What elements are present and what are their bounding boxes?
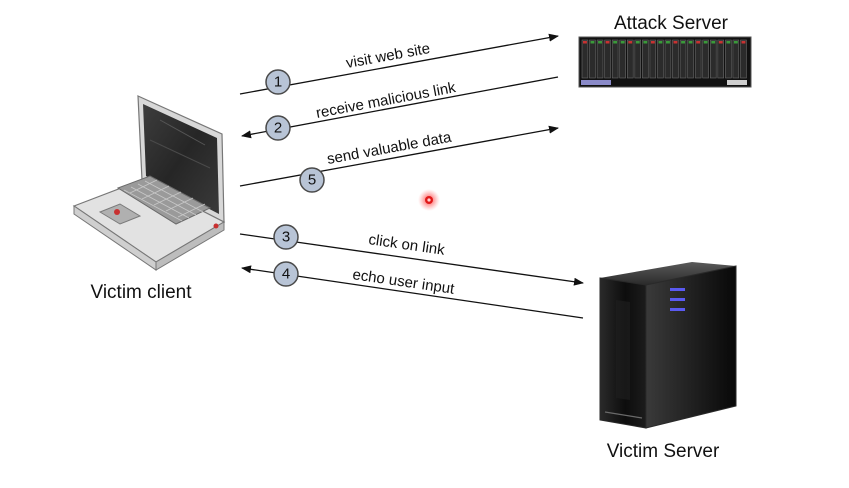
step-badge-5: 5 [299,167,325,193]
attack-server: Attack Server [578,13,752,88]
step-badge-2: 2 [265,115,291,141]
victim-client-label: Victim client [90,282,192,303]
rack-server-icon [578,36,752,88]
message-label: send valuable data [326,129,454,168]
svg-text:5: 5 [308,172,316,189]
svg-text:3: 3 [282,229,290,246]
attack-server-label: Attack Server [614,13,729,34]
step-badge-3: 3 [273,224,299,250]
message-send-valuable-data: send valuable data 5 [239,125,559,193]
step-badge-4: 4 [273,261,299,287]
message-label: click on link [367,231,446,259]
svg-text:4: 4 [282,266,290,283]
message-echo-user-input: echo user input 4 [241,261,584,319]
victim-client: Victim client [72,95,226,303]
step-badge-1: 1 [265,69,291,95]
message-label: receive malicious link [315,79,458,122]
message-label: echo user input [351,266,456,298]
laser-pointer-dot [418,189,440,211]
svg-text:1: 1 [274,74,282,91]
tower-server-icon [599,262,737,429]
laptop-icon [72,95,226,271]
victim-server-label: Victim Server [607,441,720,462]
svg-text:2: 2 [274,120,282,137]
victim-server: Victim Server [599,262,737,462]
